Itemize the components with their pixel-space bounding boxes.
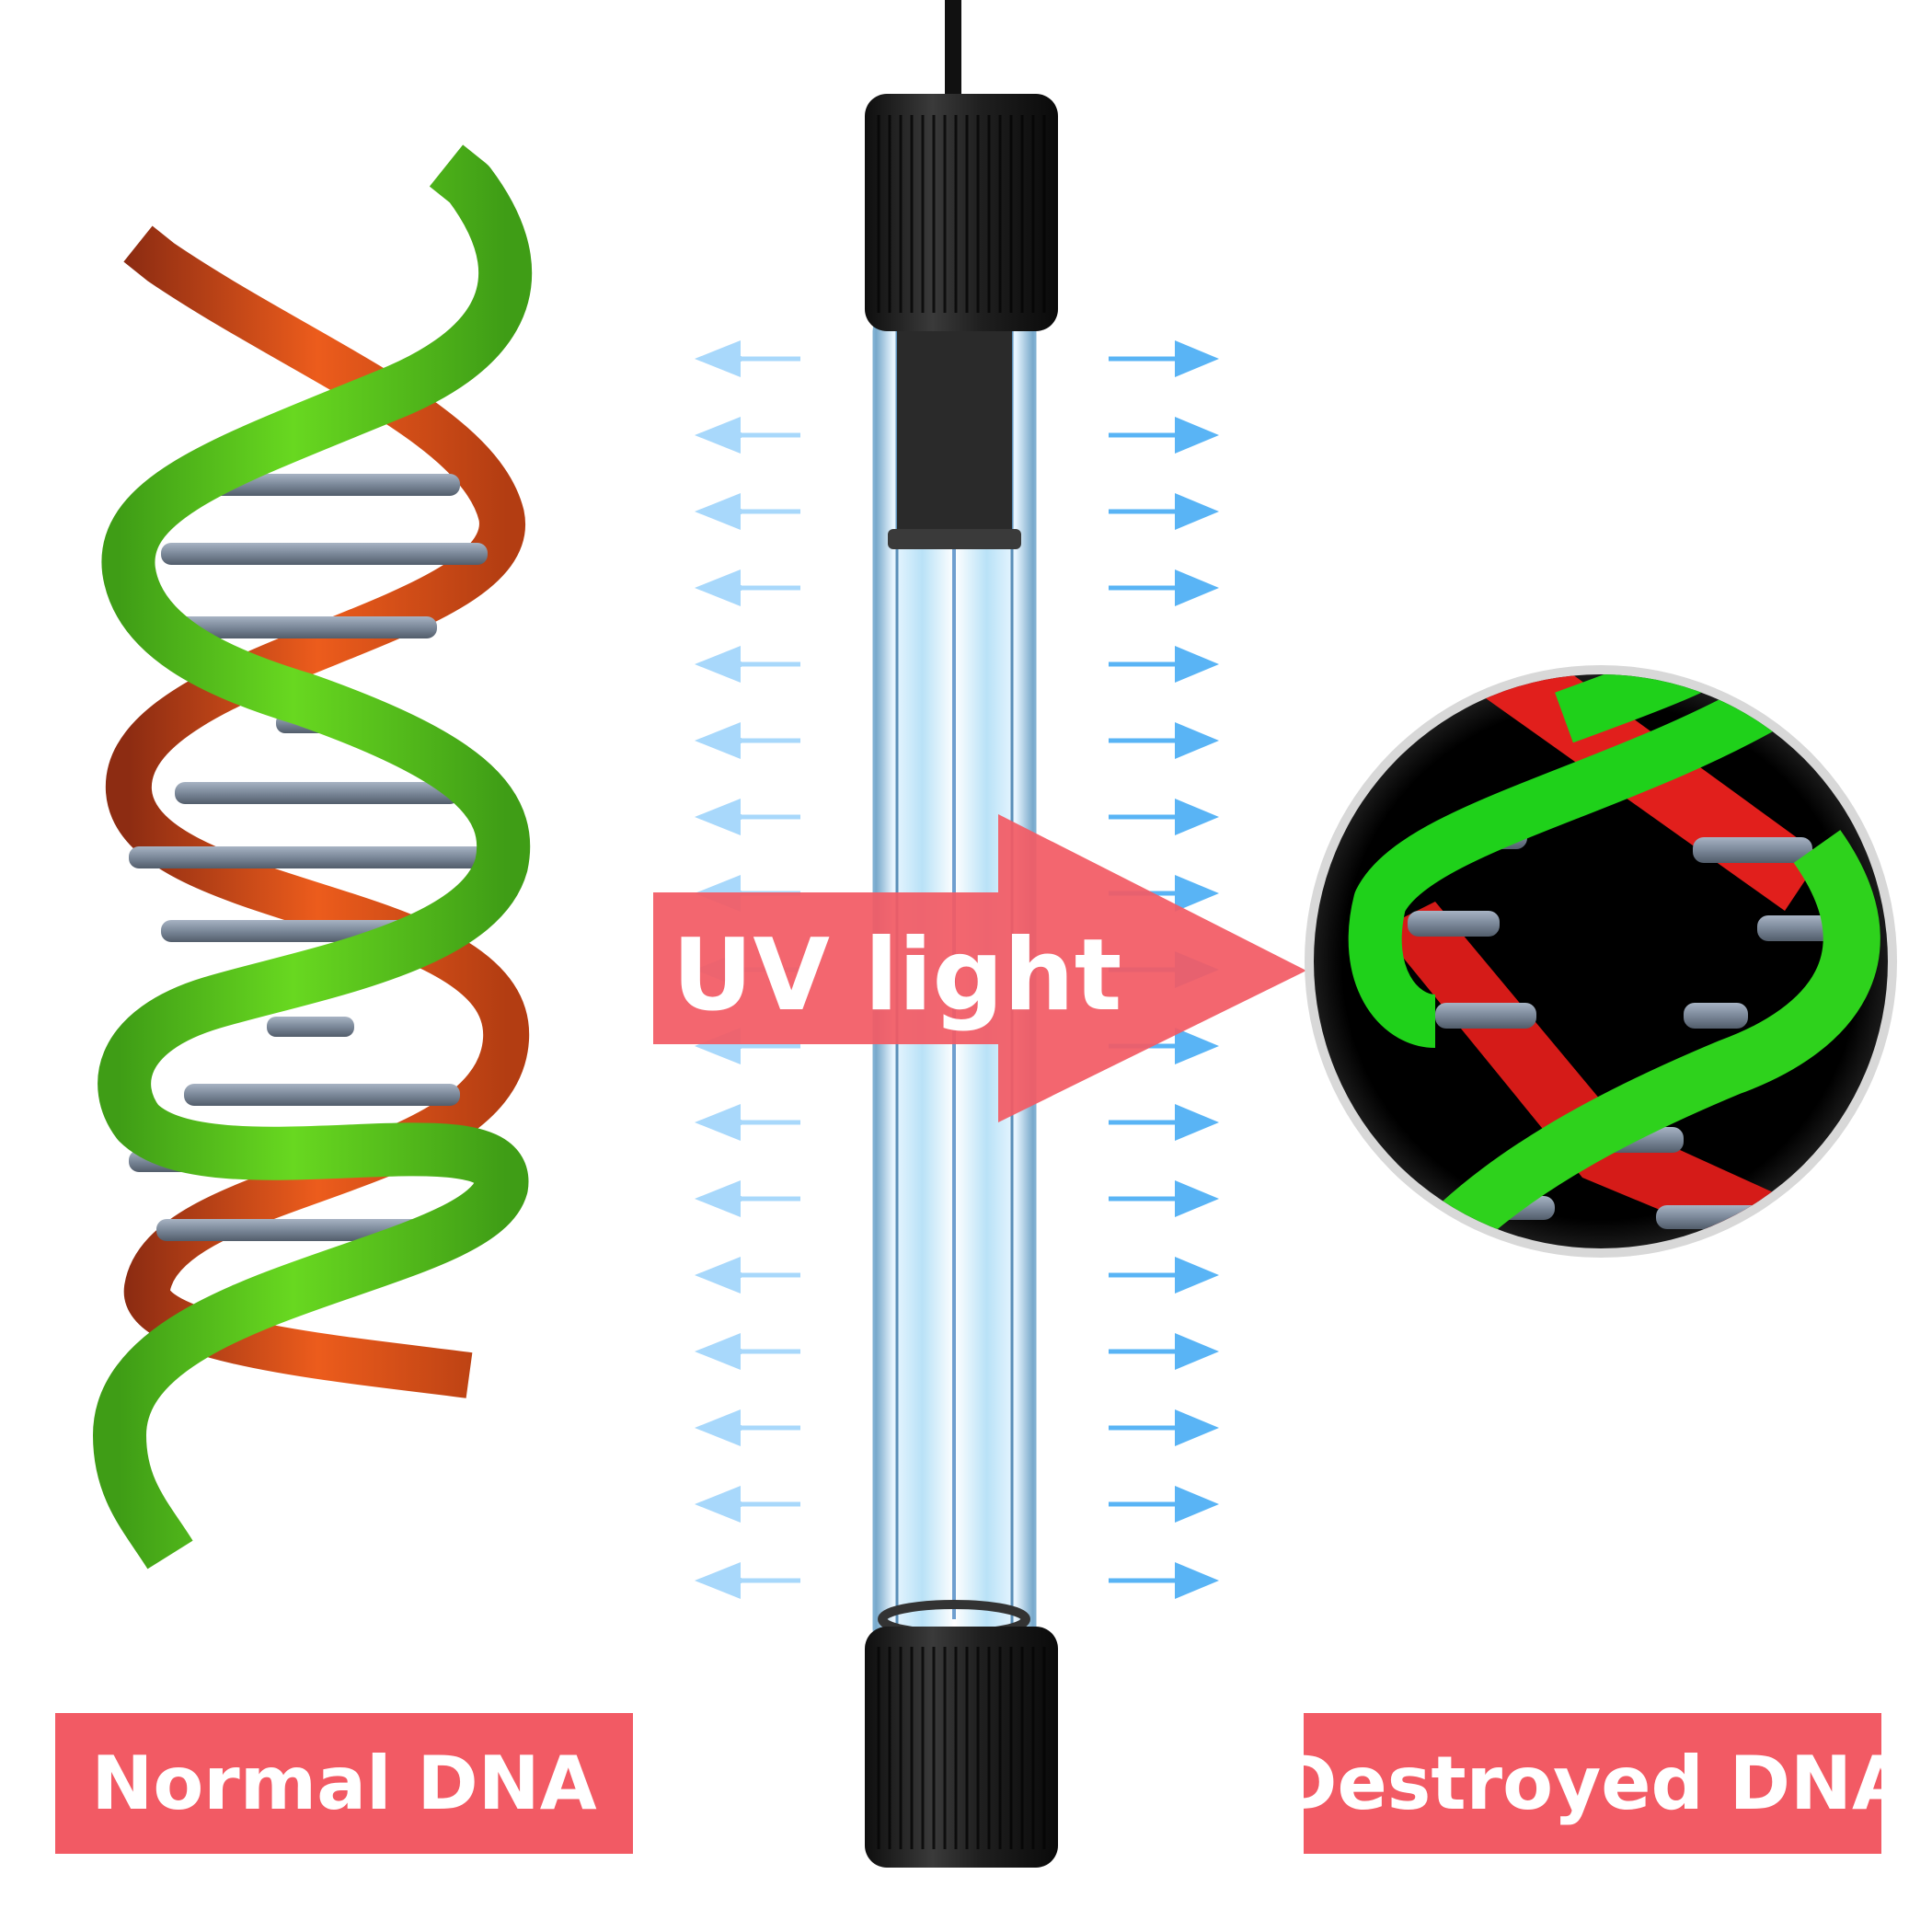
ray-arrowhead-left (695, 1180, 741, 1217)
ray-arrowhead-right (1175, 1409, 1219, 1446)
base-pair-rung (156, 1219, 432, 1241)
ray-arrowhead-left (695, 417, 741, 454)
ray-arrowhead-left (695, 1562, 741, 1599)
broken-rung (1408, 911, 1500, 937)
damaged-dna-icon (1305, 665, 1897, 1258)
ray-arrowhead-right (1175, 1028, 1219, 1064)
damaged-strand-green (1348, 674, 1802, 1048)
ray-arrowhead-left (695, 1409, 741, 1446)
base-pair-rung (175, 782, 460, 804)
ray-arrowhead-left (695, 493, 741, 530)
ray-arrowhead-left (695, 1257, 741, 1294)
lamp-inner-sleeve (897, 331, 1012, 543)
arrow-right-icon (653, 814, 1306, 1122)
base-pair-rung (184, 1084, 460, 1106)
ray-arrowhead-right (1175, 1333, 1219, 1370)
ray-arrowhead-right (1175, 493, 1219, 530)
ray-arrowhead-right (1175, 1486, 1219, 1523)
base-pair-rung (161, 616, 437, 638)
uv-light-label: UV light (672, 917, 1122, 1033)
ray-arrowhead-right (1175, 1104, 1219, 1141)
base-pair-rung (161, 543, 488, 565)
ray-arrowhead-right (1175, 646, 1219, 683)
ray-arrowhead-right (1175, 569, 1219, 606)
ray-arrowhead-right (1175, 722, 1219, 759)
ray-arrowhead-left (695, 1333, 741, 1370)
ray-arrowhead-left (695, 722, 741, 759)
ray-arrowhead-right (1175, 799, 1219, 835)
ray-arrowhead-left (695, 646, 741, 683)
lamp-bottom-cap (865, 1627, 1058, 1868)
destroyed-dna-label-text: Destroyed DNA (1276, 1741, 1909, 1826)
ray-arrowhead-right (1175, 340, 1219, 377)
broken-rung (1693, 837, 1812, 863)
broken-rung (1684, 1003, 1748, 1029)
damaged-strand-green (1394, 830, 1880, 1248)
lamp-power-cord (945, 0, 961, 101)
lamp-sleeve-ring (888, 529, 1021, 549)
ray-arrowhead-left (695, 340, 741, 377)
normal-dna-label: Normal DNA (55, 1713, 633, 1854)
destroyed-dna-label: Destroyed DNA (1276, 1713, 1909, 1854)
ray-arrowhead-right (1175, 417, 1219, 454)
ray-arrowhead-left (695, 799, 741, 835)
ray-arrowhead-left (695, 569, 741, 606)
normal-dna-label-text: Normal DNA (91, 1741, 597, 1826)
ray-arrowhead-right (1175, 1257, 1219, 1294)
dna-backbone-strand-green (93, 144, 533, 1570)
dna-backbone-strand-orange (106, 225, 530, 1398)
base-pair-rung (267, 1017, 354, 1037)
lamp-top-cap (865, 94, 1058, 331)
base-pair-rung (212, 474, 460, 496)
uv-light-arrow (653, 814, 1306, 1122)
normal-dna-helix (93, 144, 533, 1570)
ray-arrowhead-left (695, 1104, 741, 1141)
broken-rung (1435, 1003, 1536, 1029)
damaged-strand-red (1380, 902, 1822, 1248)
dna-base-pair-rungs (129, 414, 492, 1241)
ray-arrowhead-right (1175, 1562, 1219, 1599)
broken-rung (1757, 915, 1840, 941)
ray-arrowhead-right (1175, 1180, 1219, 1217)
base-pair-rung (129, 846, 492, 868)
ray-arrowhead-right (1175, 875, 1219, 912)
ray-arrowhead-left (695, 1486, 741, 1523)
